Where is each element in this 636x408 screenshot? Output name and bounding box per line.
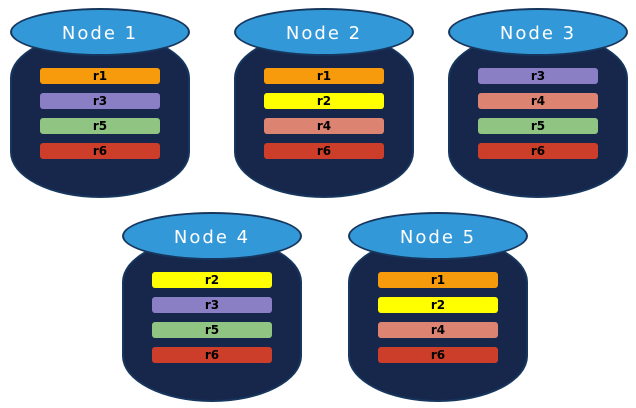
replica-label: r5 xyxy=(530,119,546,133)
replica-label: r6 xyxy=(92,144,108,158)
replica-list: r2 r3 r5 r6 xyxy=(152,272,272,363)
database-node-3[interactable]: r3 r4 r5 r6 Node 3 xyxy=(448,8,628,198)
replica-label: r3 xyxy=(92,94,108,108)
replica-bar[interactable]: r6 xyxy=(40,143,160,159)
replica-label: r4 xyxy=(530,94,546,108)
replica-bar[interactable]: r2 xyxy=(378,297,498,313)
cylinder-body xyxy=(234,32,414,198)
replica-label: r3 xyxy=(204,298,220,312)
cylinder-top: Node 1 xyxy=(10,8,190,56)
database-node-1[interactable]: r1 r3 r5 r6 Node 1 xyxy=(10,8,190,198)
cylinder-top: Node 3 xyxy=(448,8,628,56)
replica-label: r5 xyxy=(92,119,108,133)
replica-label: r6 xyxy=(316,144,332,158)
replica-label: r2 xyxy=(430,298,446,312)
replica-bar[interactable]: r2 xyxy=(264,93,384,109)
cylinder-body xyxy=(448,32,628,198)
replica-bar[interactable]: r5 xyxy=(152,322,272,338)
replica-bar[interactable]: r3 xyxy=(40,93,160,109)
replica-label: r1 xyxy=(430,273,446,287)
replica-bar[interactable]: r1 xyxy=(264,68,384,84)
node-label: Node 4 xyxy=(173,226,251,248)
replica-label: r6 xyxy=(530,144,546,158)
cylinder-top: Node 4 xyxy=(122,212,302,260)
replica-bar[interactable]: r1 xyxy=(40,68,160,84)
replica-label: r2 xyxy=(316,94,332,108)
replica-bar[interactable]: r6 xyxy=(152,347,272,363)
replica-bar[interactable]: r3 xyxy=(478,68,598,84)
replica-bar[interactable]: r4 xyxy=(378,322,498,338)
replica-label: r5 xyxy=(204,323,220,337)
replica-bar[interactable]: r2 xyxy=(152,272,272,288)
node-label: Node 3 xyxy=(499,22,577,44)
replica-label: r4 xyxy=(316,119,332,133)
replica-bar[interactable]: r3 xyxy=(152,297,272,313)
replica-bar[interactable]: r5 xyxy=(478,118,598,134)
replica-list: r1 r2 r4 r6 xyxy=(378,272,498,363)
replica-label: r3 xyxy=(530,69,546,83)
cylinder-top: Node 2 xyxy=(234,8,414,56)
replica-bar[interactable]: r4 xyxy=(478,93,598,109)
replica-label: r6 xyxy=(204,348,220,362)
database-node-2[interactable]: r1 r2 r4 r6 Node 2 xyxy=(234,8,414,198)
replica-list: r1 r2 r4 r6 xyxy=(264,68,384,159)
replica-bar[interactable]: r5 xyxy=(40,118,160,134)
replica-bar[interactable]: r1 xyxy=(378,272,498,288)
node-label: Node 5 xyxy=(399,226,477,248)
replica-list: r1 r3 r5 r6 xyxy=(40,68,160,159)
cylinder-body xyxy=(10,32,190,198)
node-label: Node 2 xyxy=(285,22,363,44)
replica-bar[interactable]: r4 xyxy=(264,118,384,134)
cylinder-body xyxy=(348,236,528,402)
cylinder-body xyxy=(122,236,302,402)
replica-label: r2 xyxy=(204,273,220,287)
replica-label: r1 xyxy=(92,69,108,83)
replica-label: r1 xyxy=(316,69,332,83)
node-label: Node 1 xyxy=(61,22,139,44)
database-node-5[interactable]: r1 r2 r4 r6 Node 5 xyxy=(348,212,528,402)
database-node-4[interactable]: r2 r3 r5 r6 Node 4 xyxy=(122,212,302,402)
replica-label: r6 xyxy=(430,348,446,362)
replica-label: r4 xyxy=(430,323,446,337)
replica-bar[interactable]: r6 xyxy=(264,143,384,159)
replica-bar[interactable]: r6 xyxy=(478,143,598,159)
replica-list: r3 r4 r5 r6 xyxy=(478,68,598,159)
replica-bar[interactable]: r6 xyxy=(378,347,498,363)
cylinder-top: Node 5 xyxy=(348,212,528,260)
